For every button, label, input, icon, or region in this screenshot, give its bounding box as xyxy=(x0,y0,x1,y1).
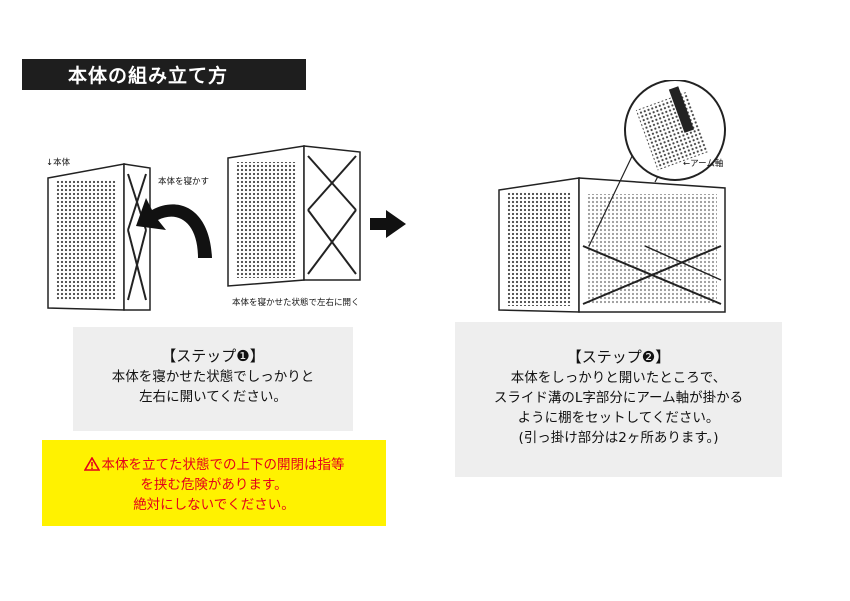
section-title-text: 本体の組み立て方 xyxy=(68,65,229,87)
warning-box: 本体を立てた状態での上下の開閉は指等 を挟む危険があります。 絶対にしないでくだ… xyxy=(42,440,386,526)
step2-heading: 【ステップ❷】 xyxy=(566,348,671,366)
step2-line: ように棚をセットしてください。 xyxy=(517,410,720,426)
step1-heading: 【ステップ❶】 xyxy=(161,347,265,365)
tilt-label: 本体を寝かす xyxy=(158,177,210,187)
warning-icon xyxy=(83,457,100,471)
body-arrow-label: ↓本体 xyxy=(46,158,71,168)
step2-line: (引っ掛け部分は2ヶ所あります。) xyxy=(518,430,719,446)
open-label: 本体を寝かせた状態で左右に開く xyxy=(232,298,360,308)
right-arrow xyxy=(370,210,406,238)
standing-panel xyxy=(47,163,151,311)
step1-line: 左右に開いてください。 xyxy=(139,389,287,405)
step2-box: 【ステップ❷】 本体をしっかりと開いたところで、 スライド溝のL字部分にアーム軸… xyxy=(455,322,782,477)
arm-axis-label: ←アーム軸 xyxy=(683,159,724,169)
warning-line: 絶対にしないでください。 xyxy=(133,497,295,513)
warning-line: を挟む危険があります。 xyxy=(140,477,288,493)
curved-arrow xyxy=(136,198,212,258)
step2-illustration xyxy=(498,80,726,313)
step2-line: スライド溝のL字部分にアーム軸が掛かる xyxy=(493,390,744,406)
step1-illustration xyxy=(47,145,406,311)
warning-line: 本体を立てた状態での上下の開閉は指等 xyxy=(101,457,345,473)
section-title: 本体の組み立て方 xyxy=(22,59,306,90)
step2-line: 本体をしっかりと開いたところで、 xyxy=(510,370,727,386)
step1-box: 【ステップ❶】 本体を寝かせた状態でしっかりと 左右に開いてください。 xyxy=(73,327,353,431)
opened-panel xyxy=(227,145,361,287)
step1-line: 本体を寝かせた状態でしっかりと xyxy=(111,369,315,385)
